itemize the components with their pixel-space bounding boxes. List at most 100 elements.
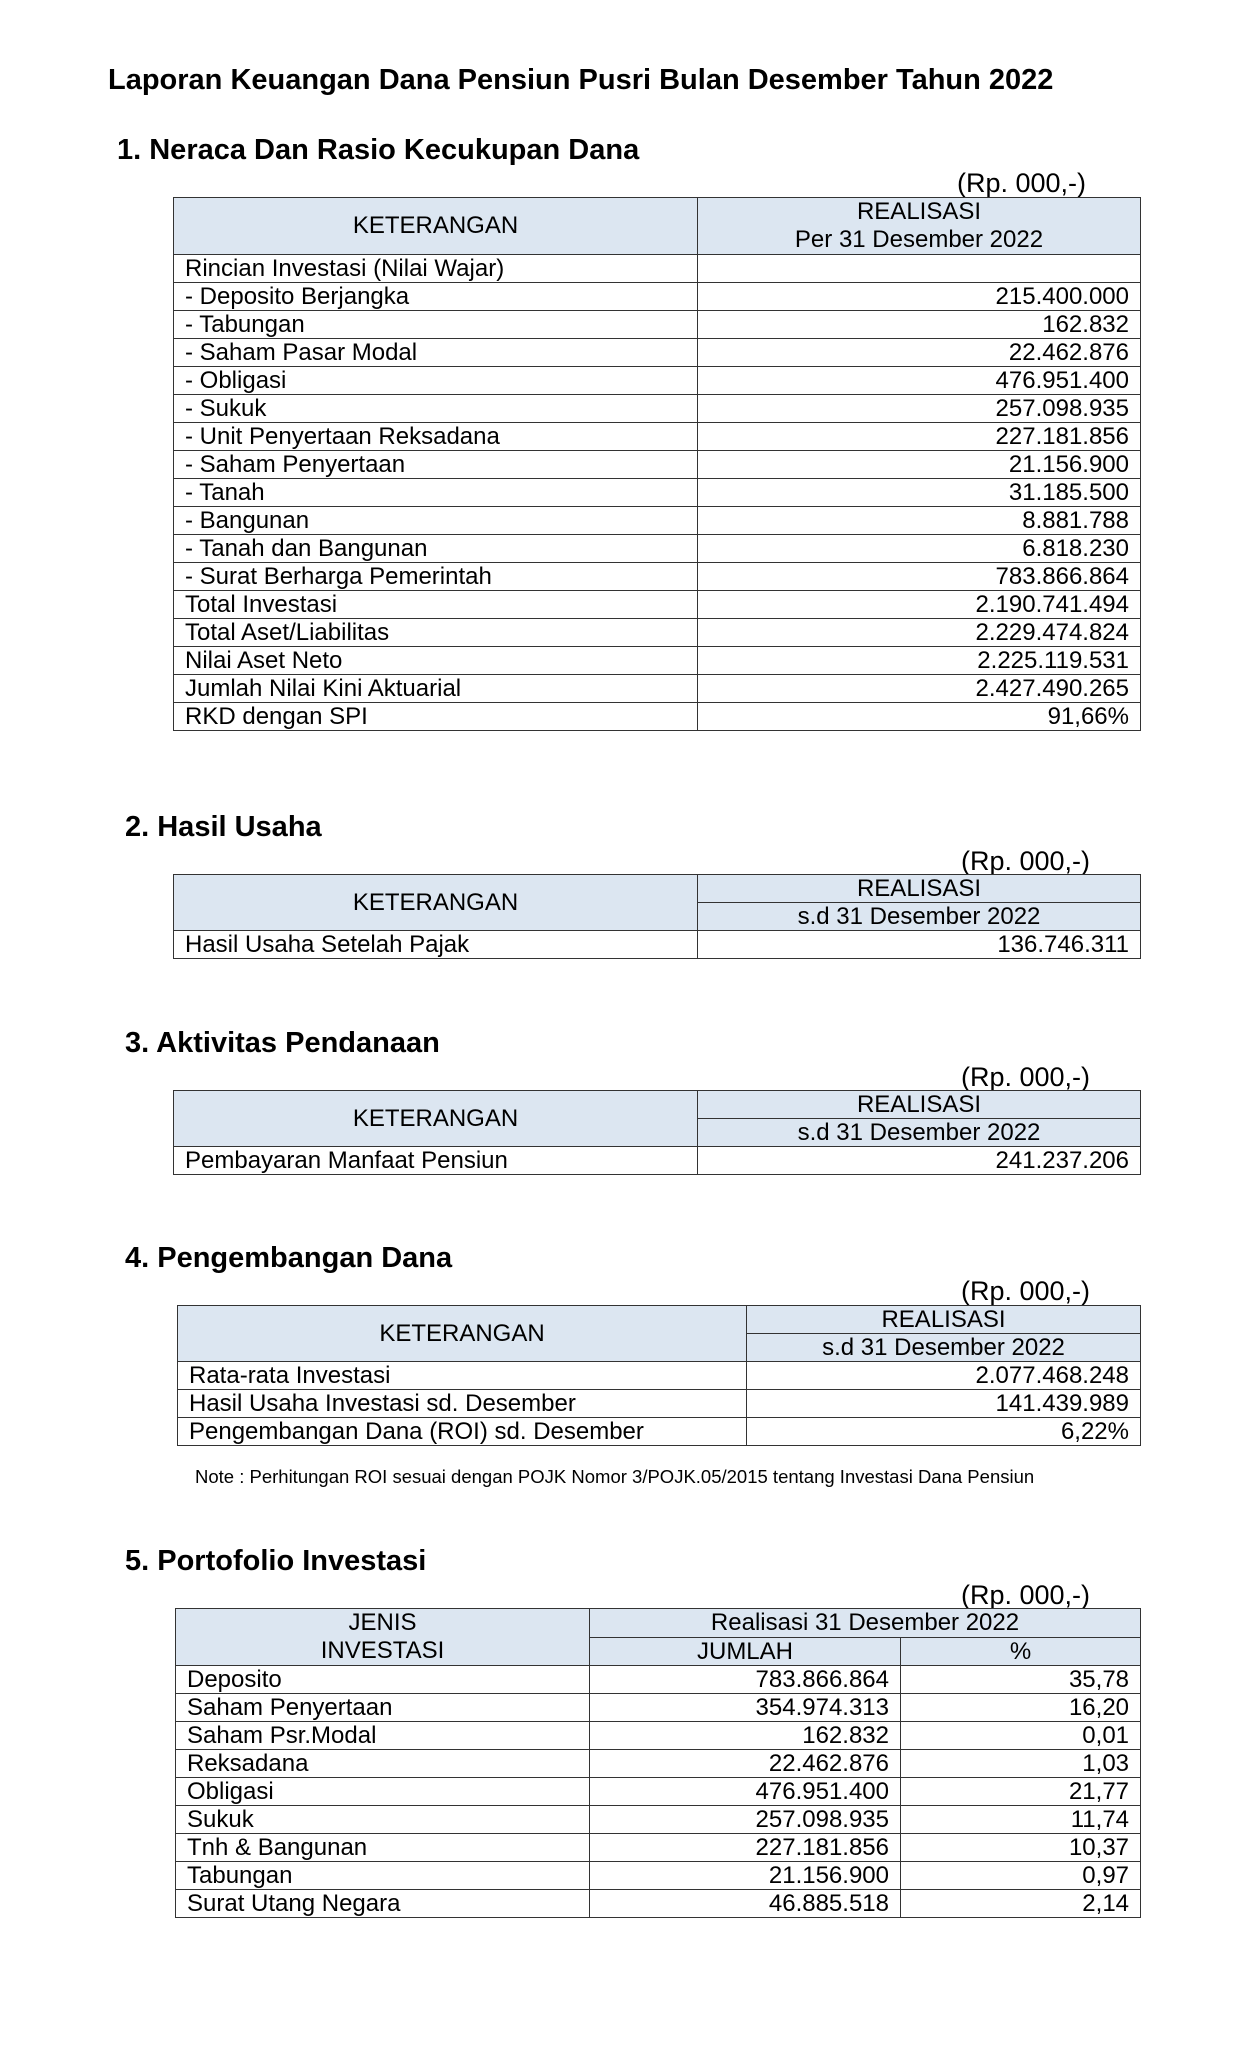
row-amount: 227.181.856 <box>589 1833 901 1862</box>
row-amount: 783.866.864 <box>589 1665 901 1694</box>
row-percent: 11,74 <box>899 1805 1142 1834</box>
row-amount: 46.885.518 <box>589 1889 901 1918</box>
col-realisasi: REALISASI <box>697 1090 1141 1119</box>
row-value: 21.156.900 <box>697 450 1141 479</box>
row-label: Deposito <box>175 1665 590 1694</box>
row-value: 2.229.474.824 <box>697 618 1141 647</box>
row-value: 136.746.311 <box>697 930 1141 959</box>
row-label: Pembayaran Manfaat Pensiun <box>173 1146 698 1175</box>
row-value: 91,66% <box>697 702 1141 731</box>
row-label: Rincian Investasi (Nilai Wajar) <box>173 254 698 283</box>
row-value: 2.225.119.531 <box>697 646 1141 675</box>
row-percent: 21,77 <box>899 1777 1142 1806</box>
col-realisasi-line2: Per 31 Desember 2022 <box>794 226 1044 253</box>
section-4-unit: (Rp. 000,-) <box>961 1276 1091 1306</box>
row-label: Reksadana <box>175 1749 590 1778</box>
row-label: Saham Penyertaan <box>175 1693 590 1722</box>
row-value: 2.077.468.248 <box>746 1361 1141 1390</box>
col-keterangan: KETERANGAN <box>177 1305 747 1362</box>
row-amount: 354.974.313 <box>589 1693 901 1722</box>
col-keterangan: KETERANGAN <box>173 874 698 931</box>
row-value: 162.832 <box>697 310 1141 339</box>
row-value: 8.881.788 <box>697 506 1141 535</box>
roi-note: Note : Perhitungan ROI sesuai dengan POJ… <box>195 1466 1035 1487</box>
col-jumlah: JUMLAH <box>589 1636 901 1666</box>
col-percent: % <box>899 1636 1142 1666</box>
row-label: Rata-rata Investasi <box>177 1361 747 1390</box>
row-percent: 1,03 <box>899 1749 1142 1778</box>
section-5-title: 5. Portofolio Investasi <box>125 1545 427 1577</box>
row-label: RKD dengan SPI <box>173 702 698 731</box>
row-label: Total Aset/Liabilitas <box>173 618 698 647</box>
row-label: Pengembangan Dana (ROI) sd. Desember <box>177 1417 747 1446</box>
section-2-title: 2. Hasil Usaha <box>125 811 322 843</box>
row-value: 6.818.230 <box>697 534 1141 563</box>
row-label: - Bangunan <box>173 506 698 535</box>
row-label: - Saham Pasar Modal <box>173 338 698 367</box>
row-label: - Tabungan <box>173 310 698 339</box>
section-4-title: 4. Pengembangan Dana <box>125 1242 453 1274</box>
row-percent: 35,78 <box>899 1665 1142 1694</box>
row-value: 2.190.741.494 <box>697 590 1141 619</box>
row-label: Jumlah Nilai Kini Aktuarial <box>173 674 698 703</box>
row-percent: 10,37 <box>899 1833 1142 1862</box>
row-value: 215.400.000 <box>697 282 1141 311</box>
row-label: - Unit Penyertaan Reksadana <box>173 422 698 451</box>
section-2-unit: (Rp. 000,-) <box>961 846 1091 876</box>
row-value: 783.866.864 <box>697 562 1141 591</box>
row-value: 227.181.856 <box>697 422 1141 451</box>
document-title: Laporan Keuangan Dana Pensiun Pusri Bula… <box>108 64 1054 96</box>
row-label: Obligasi <box>175 1777 590 1806</box>
row-value <box>697 254 1141 283</box>
section-3-title: 3. Aktivitas Pendanaan <box>125 1027 440 1059</box>
row-label: Tnh & Bangunan <box>175 1833 590 1862</box>
col-realisasi: REALISASI <box>746 1305 1141 1334</box>
row-value: 6,22% <box>746 1417 1141 1446</box>
row-percent: 16,20 <box>899 1693 1142 1722</box>
col-period: s.d 31 Desember 2022 <box>697 1118 1141 1147</box>
section-1-unit: (Rp. 000,-) <box>957 168 1087 198</box>
row-label: Saham Psr.Modal <box>175 1721 590 1750</box>
col-realisasi: REALISASI <box>697 874 1141 903</box>
col-period: s.d 31 Desember 2022 <box>697 902 1141 931</box>
section-3-unit: (Rp. 000,-) <box>961 1062 1091 1092</box>
row-label: Nilai Aset Neto <box>173 646 698 675</box>
row-label: Hasil Usaha Setelah Pajak <box>173 930 698 959</box>
hasil-usaha-table: KETERANGAN REALISASI s.d 31 Desember 202… <box>173 874 1141 959</box>
row-label: - Saham Penyertaan <box>173 450 698 479</box>
row-label: - Deposito Berjangka <box>173 282 698 311</box>
col-jenis-line2: INVESTASI <box>320 1637 445 1664</box>
row-percent: 0,97 <box>899 1861 1142 1890</box>
col-realisasi-line1: REALISASI <box>856 198 982 226</box>
table-row: Rincian Investasi (Nilai Wajar) <box>173 254 1141 283</box>
row-value: 141.439.989 <box>746 1389 1141 1418</box>
section-5-unit: (Rp. 000,-) <box>961 1580 1091 1610</box>
